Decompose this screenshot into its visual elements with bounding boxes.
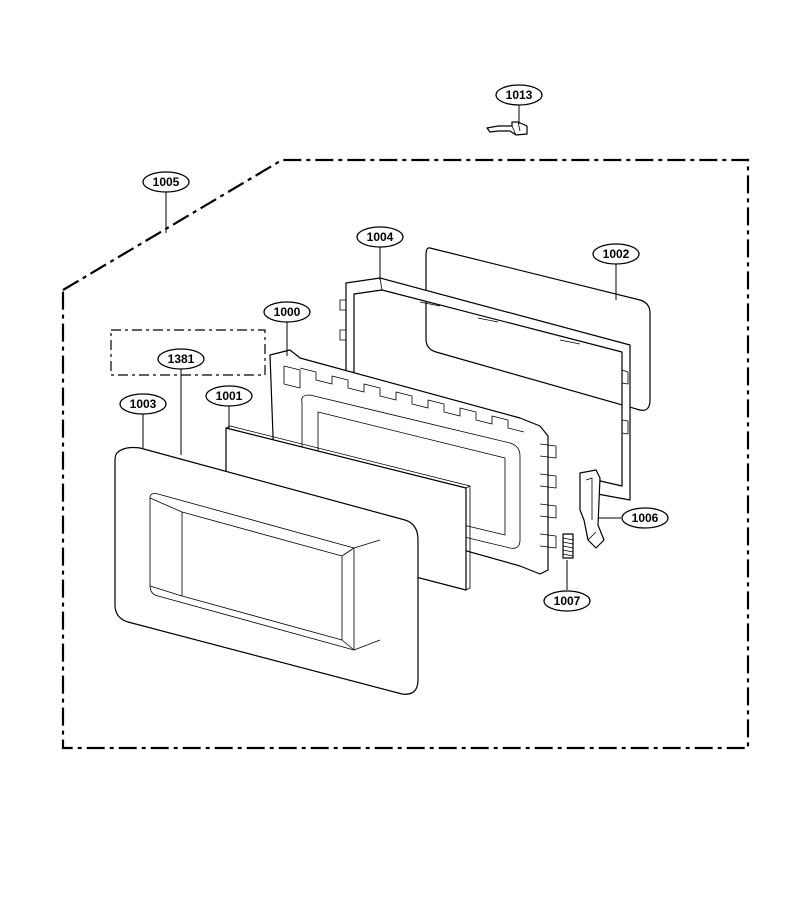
part-1013-clip bbox=[486, 121, 528, 136]
callout-1002: 1002 bbox=[592, 243, 640, 265]
callout-1381: 1381 bbox=[157, 348, 205, 370]
leader-lines bbox=[142, 104, 621, 590]
part-1007-spring bbox=[562, 533, 574, 559]
callout-1007-label: 1007 bbox=[554, 594, 581, 608]
callout-1000-label: 1000 bbox=[274, 305, 301, 319]
callout-1004: 1004 bbox=[356, 226, 404, 248]
callout-1001: 1001 bbox=[205, 385, 253, 407]
part-1006-latch bbox=[579, 469, 605, 549]
callout-1381-label: 1381 bbox=[168, 352, 195, 366]
callout-1002-label: 1002 bbox=[603, 247, 630, 261]
callout-1007: 1007 bbox=[543, 590, 591, 612]
callout-1005: 1005 bbox=[142, 171, 190, 193]
callout-1003-label: 1003 bbox=[130, 397, 157, 411]
callout-1006-label: 1006 bbox=[632, 511, 659, 525]
part-1381-outline bbox=[110, 329, 266, 376]
callout-1013-label: 1013 bbox=[506, 88, 533, 102]
callout-1003: 1003 bbox=[119, 393, 167, 415]
callout-1006: 1006 bbox=[621, 507, 669, 529]
callout-1000: 1000 bbox=[263, 301, 311, 323]
callout-1005-label: 1005 bbox=[153, 175, 180, 189]
callout-1001-label: 1001 bbox=[216, 389, 243, 403]
part-1003-outer-frame bbox=[114, 446, 419, 695]
part-1004-frame bbox=[339, 277, 631, 501]
callout-1004-label: 1004 bbox=[367, 230, 394, 244]
callout-1013: 1013 bbox=[495, 84, 543, 106]
